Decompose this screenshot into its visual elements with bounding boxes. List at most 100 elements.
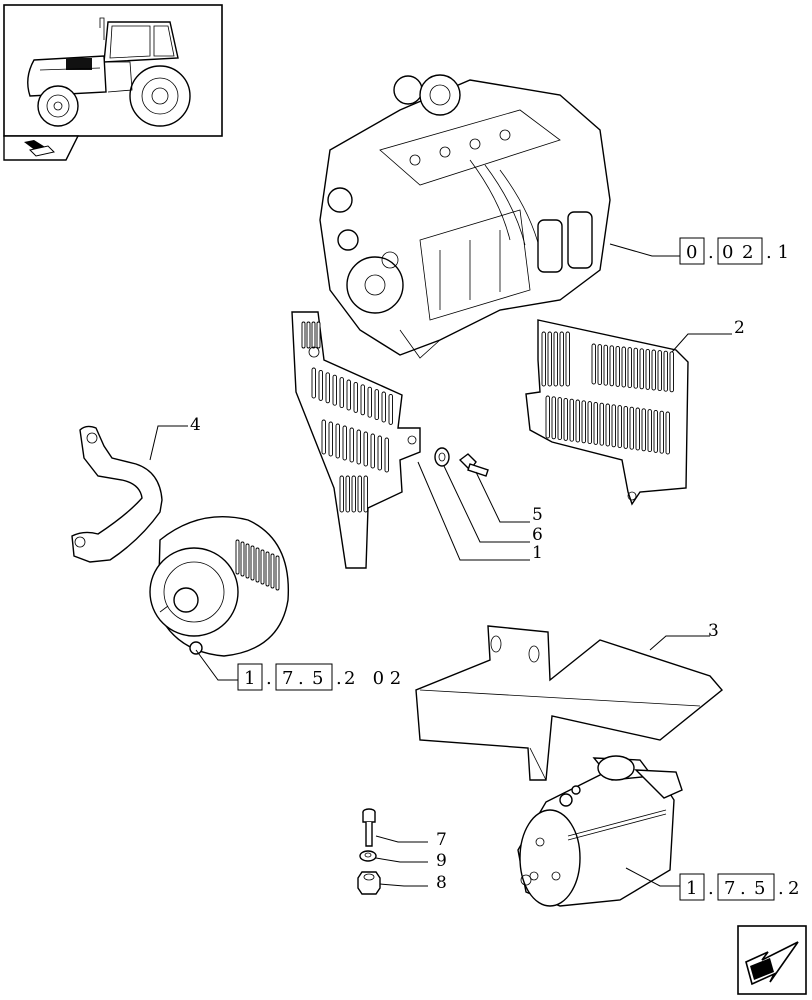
vent-slot — [275, 555, 280, 591]
vent-slot — [332, 374, 337, 406]
vent-slot — [311, 321, 316, 349]
vent-slot — [311, 367, 316, 399]
vent-slot — [557, 397, 562, 441]
svg-text:.: . — [336, 668, 342, 689]
heat-shield-part-1[interactable] — [291, 311, 421, 569]
vent-slot — [351, 475, 356, 513]
vent-slot — [593, 401, 598, 445]
vent-slot — [591, 343, 596, 385]
svg-text:.: . — [740, 878, 746, 899]
vent-slot — [669, 351, 674, 393]
vent-slot — [609, 345, 614, 387]
ref-alt-box-3: 5 — [312, 668, 323, 689]
engine-highlight — [66, 58, 92, 70]
vent-slot — [605, 403, 610, 447]
washer-part-9[interactable] — [359, 850, 377, 862]
vent-slot — [629, 406, 634, 450]
vent-slot — [599, 402, 604, 446]
ref-engine-0-02-1[interactable]: 0 . 0 2 . 1 — [679, 237, 789, 265]
svg-text:.: . — [266, 668, 272, 689]
nut-part-8[interactable] — [357, 871, 381, 895]
vent-slot — [345, 475, 350, 513]
vent-slot — [651, 349, 656, 391]
vent-slot — [627, 347, 632, 389]
ref-engine-suffix: . 1 — [766, 242, 789, 263]
heat-shield-part-3[interactable] — [415, 625, 724, 781]
vent-slot — [545, 395, 550, 439]
vent-slot — [321, 419, 326, 455]
ref-starter-1-75-2[interactable]: 1 . 7 . 5 . 2 — [679, 873, 799, 901]
ref-alt-suffix: 2 0 2 — [344, 668, 401, 689]
vent-slot — [363, 475, 368, 513]
ref-starter-box-1: 1 — [686, 878, 697, 899]
next-page-button[interactable] — [737, 925, 807, 995]
vent-slot — [621, 346, 626, 388]
callout-7: 7 — [436, 830, 447, 850]
vent-slot — [377, 435, 382, 471]
ref-engine-box-1: 0 — [686, 242, 697, 263]
vent-slot — [250, 545, 255, 581]
bolt-part-5[interactable] — [458, 453, 489, 477]
svg-text:.: . — [778, 878, 784, 899]
leader-lines — [149, 243, 732, 887]
vent-slot — [615, 345, 620, 387]
vent-slot — [563, 397, 568, 441]
callout-3: 3 — [708, 621, 719, 641]
bolt-part-7[interactable] — [362, 808, 376, 847]
vent-slot — [665, 411, 670, 455]
vent-slot — [255, 547, 260, 583]
engine-section-badge — [3, 135, 80, 161]
vent-slot — [339, 377, 344, 409]
vent-slot — [367, 386, 372, 418]
ref-alt-box-2: 7 — [282, 668, 293, 689]
callout-5: 5 — [532, 505, 543, 525]
vent-slot — [265, 551, 270, 587]
vent-slot — [645, 348, 650, 390]
callout-6: 6 — [532, 525, 543, 545]
vent-slot — [370, 433, 375, 469]
heat-shield-part-2[interactable] — [525, 319, 689, 506]
svg-text:.: . — [708, 242, 714, 263]
engine-assembly — [319, 74, 611, 359]
vent-slot — [384, 437, 389, 473]
vent-slot — [581, 400, 586, 444]
ref-alternator-1-75-2-02[interactable]: 1 . 7 . 5 . 2 0 2 — [237, 663, 401, 691]
vent-slot — [335, 423, 340, 459]
vent-slot — [270, 553, 275, 589]
vent-slot — [635, 407, 640, 451]
vent-slot — [659, 410, 664, 454]
vent-slot — [346, 379, 351, 411]
ref-starter-box-2: 7 — [724, 878, 735, 899]
vent-slot — [597, 344, 602, 386]
callout-9: 9 — [436, 851, 447, 871]
vent-slot — [553, 331, 558, 387]
vent-slot — [623, 405, 628, 449]
washer-part-6[interactable] — [434, 447, 450, 467]
vent-slot — [318, 369, 323, 401]
vent-slot — [569, 398, 574, 442]
vent-slot — [301, 321, 306, 349]
vent-slot — [381, 391, 386, 423]
ref-starter-box-3: 5 — [754, 878, 765, 899]
vent-slot — [647, 409, 652, 453]
vent-slot — [603, 344, 608, 386]
svg-text:.: . — [708, 878, 714, 899]
vent-slot — [245, 543, 250, 579]
bracket-part-4[interactable] — [71, 425, 163, 563]
vent-slot — [360, 384, 365, 416]
vent-slot — [587, 401, 592, 445]
next-page-arrow-icon — [745, 941, 799, 986]
tractor-thumbnail[interactable] — [3, 4, 223, 161]
ref-alt-box-1: 1 — [244, 668, 255, 689]
alternator[interactable] — [149, 516, 290, 657]
vent-slot — [260, 549, 265, 585]
vent-slot — [356, 429, 361, 465]
vent-slot — [353, 381, 358, 413]
vent-slot — [306, 321, 311, 349]
vent-slot — [328, 421, 333, 457]
vent-slot — [641, 408, 646, 452]
vent-slot — [240, 541, 245, 577]
callout-4: 4 — [190, 415, 201, 435]
starter-motor[interactable] — [517, 755, 683, 907]
vent-slot — [374, 389, 379, 421]
